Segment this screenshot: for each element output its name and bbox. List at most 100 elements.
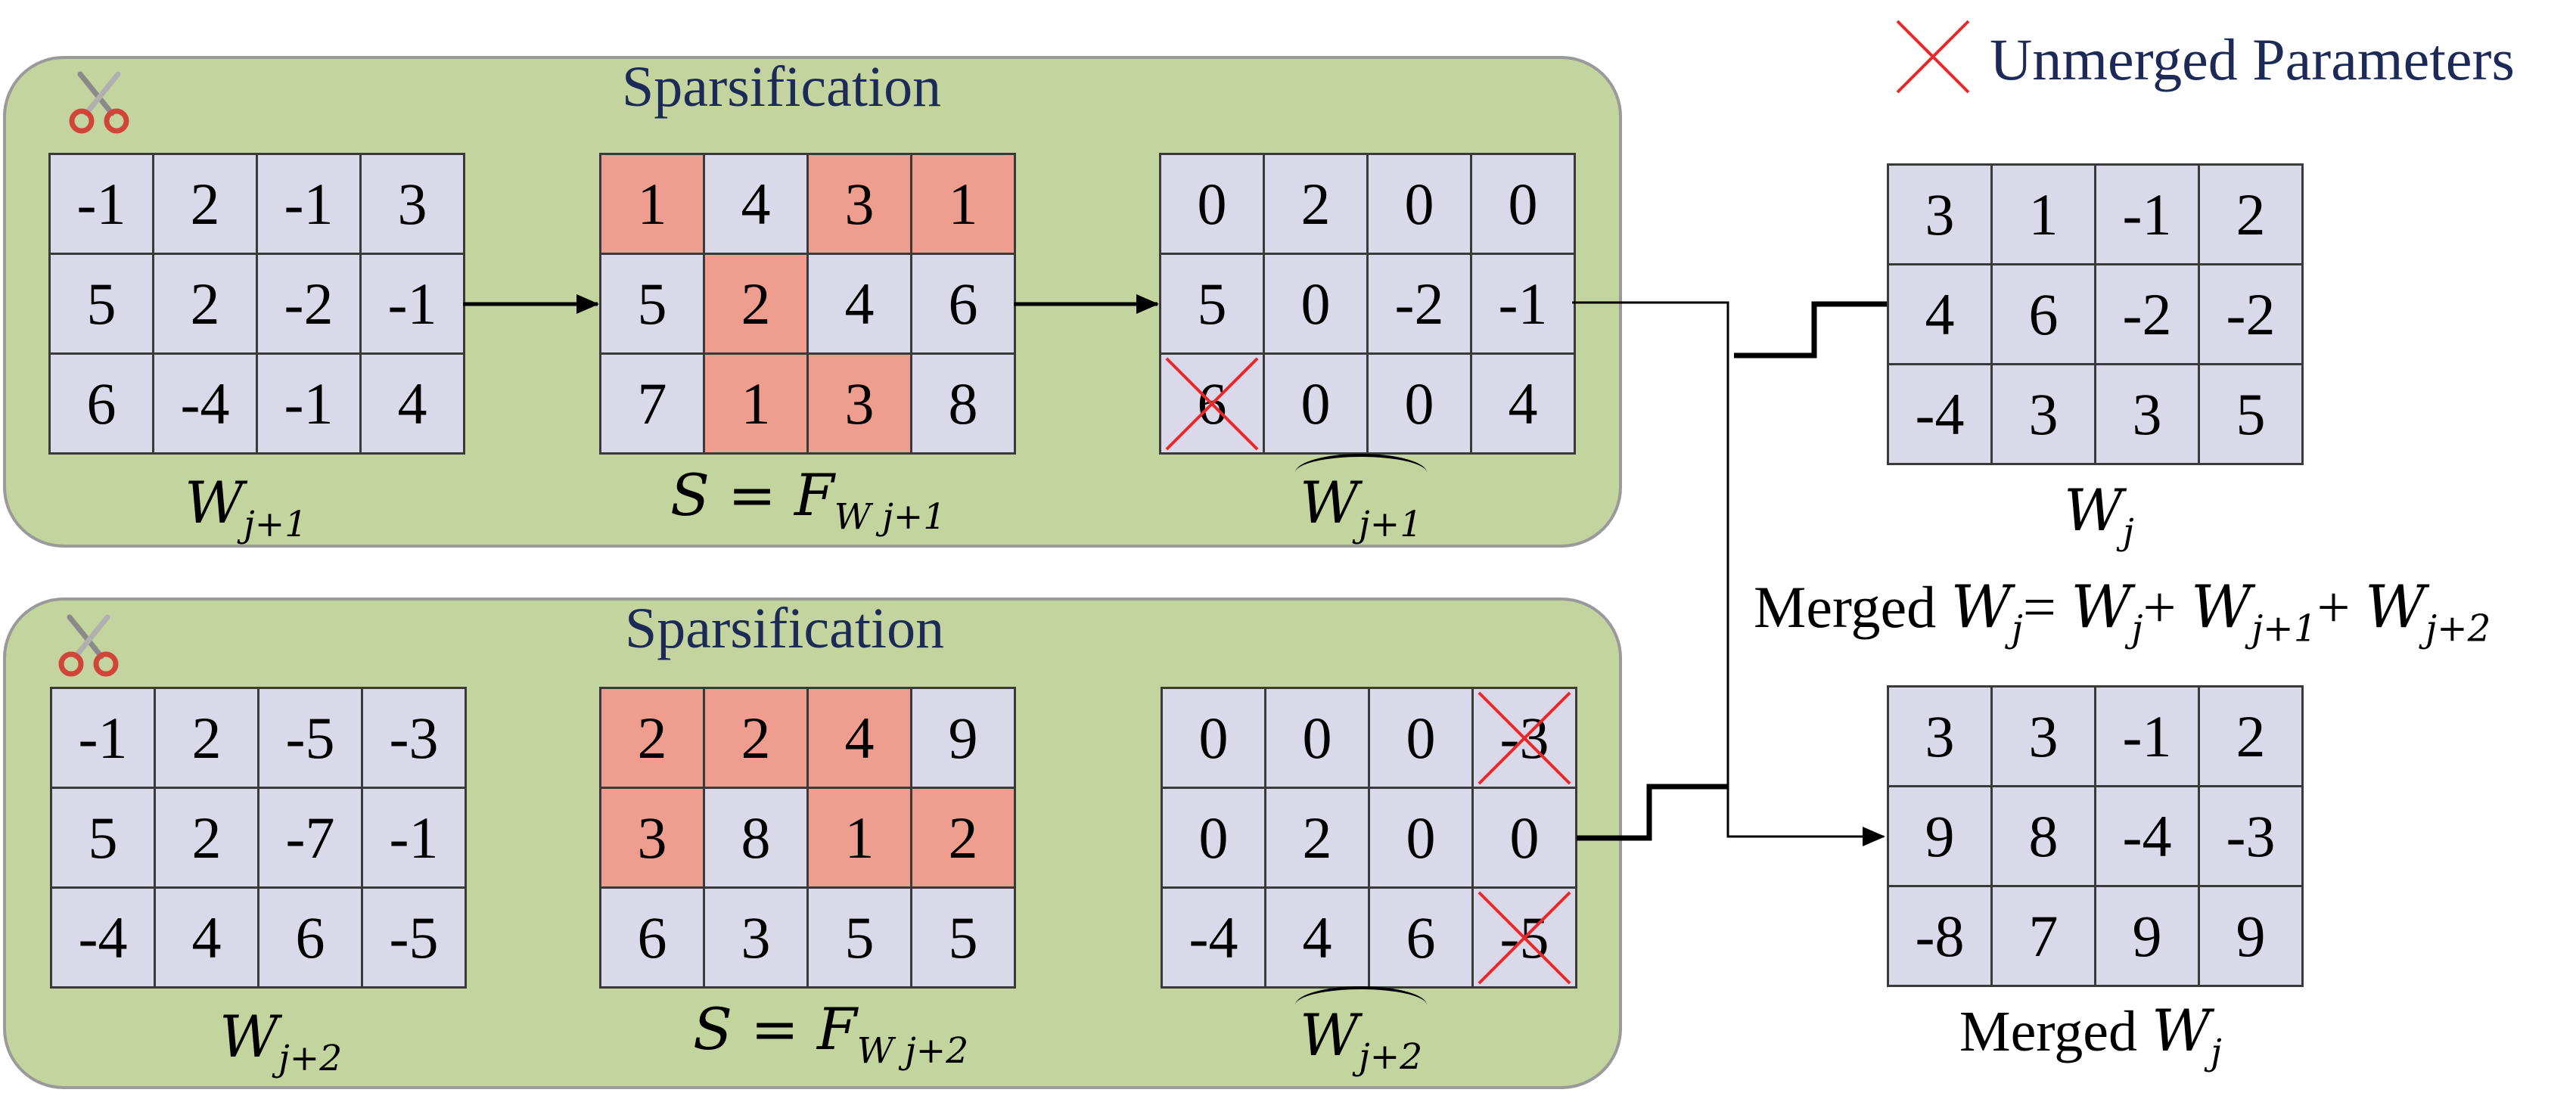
matrix-cell: 2 [154,787,259,889]
matrix-cell: -1 [1470,253,1576,355]
matrix-cell: 3 [2094,363,2200,465]
matrix-cell: -2 [2094,263,2200,365]
matrix-cell: 1 [703,352,809,455]
matrix-cell: 5 [48,253,154,355]
step-connector-top [1734,301,1887,359]
matrix-cell: 5 [50,787,156,889]
matrix-cell: -1 [2094,163,2200,265]
matrix-cell: 6 [910,253,1016,355]
matrix-cell: -4 [1887,363,1993,465]
matrix-cell: 0 [1263,253,1369,355]
matrix-cell: 2 [2198,163,2304,265]
unmerged-cross-icon [1896,20,1970,94]
matrix-cell: 5 [599,253,705,355]
matrix-cell: 0 [1159,153,1265,255]
matrix-cell: 0 [1368,787,1474,889]
label-s-j2: S = FW j+2 [693,995,969,1072]
matrix-cell: -1 [50,687,156,789]
label-merged-wj: Merged Wj [1959,997,2222,1073]
matrix-cell: 3 [359,153,465,255]
matrix-cell: -1 [361,787,467,889]
label-what-j2: Wj+2 [1294,986,1428,1078]
matrix-cell: 7 [1990,885,2096,987]
label-wj: Wj [2064,476,2134,553]
matrix-cell: 9 [910,687,1016,789]
matrix-cell: 2 [599,687,705,789]
matrix-cell: 0 [1470,153,1576,255]
matrix-cell: -2 [2198,263,2304,365]
matrix-cell: -7 [257,787,363,889]
matrix-cell: -4 [50,886,156,989]
matrix-cell: 2 [1263,153,1369,255]
matrix-cell: -1 [48,153,154,255]
matrix-cell: -3 [361,687,467,789]
matrix-cell: -5 [257,687,363,789]
matrix-cell: -5 [1471,886,1577,989]
matrix-cell: 4 [154,886,259,989]
matrix-cell: 0 [1471,787,1577,889]
matrix-cell: 5 [806,886,912,989]
matrix-cell: -8 [1887,885,1993,987]
matrix-cell: 2 [910,787,1016,889]
matrix-cell: 9 [2198,885,2304,987]
panel-2-title: Sparsification [625,597,945,660]
matrix-cell: 6 [1159,352,1265,455]
scissors-icon [58,614,119,677]
matrix-cell: 6 [257,886,363,989]
step-connector-bottom [1577,784,1728,841]
matrix-cell: 2 [703,253,809,355]
matrix-cell: 2 [703,687,809,789]
matrix-cell: 3 [1887,163,1993,265]
matrix-cell: -2 [256,253,362,355]
label-w-j1: Wj+1 [185,469,308,545]
label-s-j1: S = FW j+1 [670,461,946,538]
matrix-cell: 1 [599,153,705,255]
matrix-cell: 1 [1990,163,2096,265]
matrix-cell: 2 [152,253,258,355]
matrix-cell: 5 [2198,363,2304,465]
matrix-cell: -1 [359,253,465,355]
merge-line-j1 [1572,301,1885,846]
merge-formula: Merged Wj= Wj+ Wj+1+ Wj+2 [1754,573,2491,650]
matrix-cell: 0 [1264,687,1370,789]
matrix-cell: 2 [2198,685,2304,787]
matrix-cell: 2 [152,153,258,255]
matrix-cell: 4 [1887,263,1993,365]
matrix-cell: 3 [1990,685,2096,787]
matrix-cell: 4 [806,253,912,355]
matrix-cell: 3 [806,352,912,455]
matrix-cell: 8 [703,787,809,889]
matrix-cell: 0 [1161,687,1266,789]
matrix-cell: -3 [1471,687,1577,789]
label-what-j1: Wj+1 [1294,454,1428,545]
matrix-cell: 6 [599,886,705,989]
scissors-icon [69,71,129,134]
matrix-cell: 6 [48,352,154,455]
legend-label: Unmerged Parameters [1990,26,2515,92]
matrix-cell: 4 [703,153,809,255]
matrix-cell: 9 [2094,885,2200,987]
